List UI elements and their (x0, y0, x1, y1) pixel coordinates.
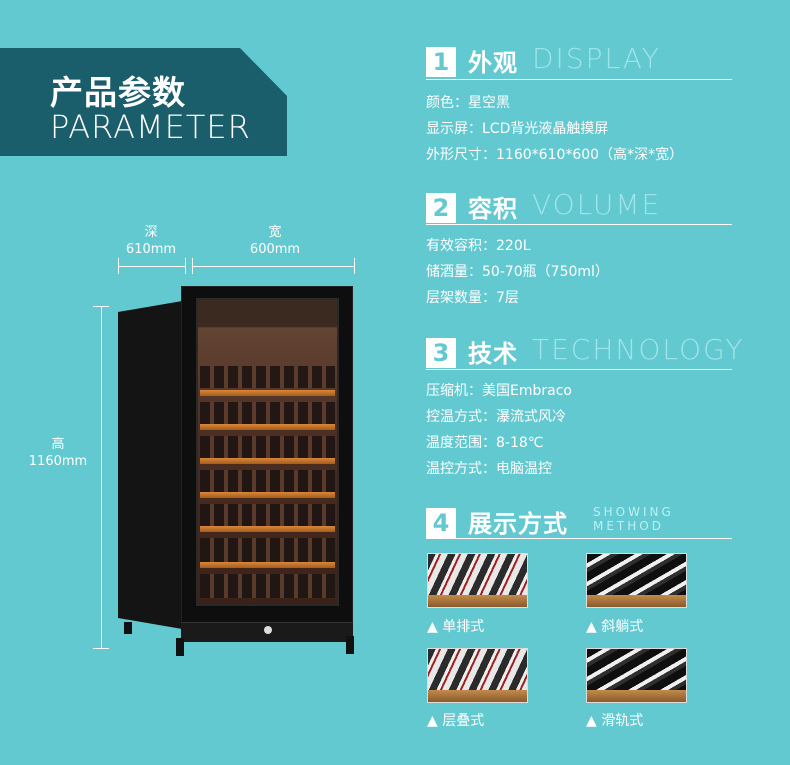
method-single-row-label: ▲ 单排式 (427, 619, 485, 635)
wood-rack-image (428, 690, 527, 702)
spec-temp-range: 温度范围：8-18℃ (426, 435, 544, 451)
section-3-number: 3 (426, 338, 456, 368)
bottle-row (200, 574, 335, 598)
wood-rack-image (428, 595, 527, 607)
cooler-shelf (200, 526, 335, 532)
spec-size: 外形尺寸：1160*610*600（高*深*宽） (426, 147, 684, 163)
cooler-shelf (200, 492, 335, 498)
section-1-number: 1 (426, 47, 456, 77)
depth-annotation: 深 610mm (116, 224, 186, 258)
depth-line (118, 266, 185, 267)
section-3-title: 技术 (468, 340, 518, 368)
width-tick-right (354, 258, 355, 274)
section-3-divider (426, 369, 732, 370)
cooler-shelf (200, 562, 335, 568)
bottle-row (200, 436, 335, 458)
width-label: 宽 (268, 225, 282, 240)
spec-display: 显示屏：LCD背光液晶触摸屏 (426, 121, 609, 137)
bottle-row (200, 366, 335, 388)
lock-icon (264, 626, 272, 634)
section-4-title-en-line1: SHOWING (593, 505, 674, 519)
wood-rack-image (587, 690, 686, 702)
width-line (192, 266, 354, 267)
height-value: 1160mm (28, 454, 88, 469)
section-3-title-en: TECHNOLOGY (532, 333, 745, 366)
method-stacked-image (427, 648, 528, 703)
bottle-row (200, 538, 335, 562)
section-4-number: 4 (426, 508, 456, 538)
width-tick-left (192, 258, 193, 274)
spec-capacity: 有效容积：220L (426, 238, 531, 254)
section-4-title-en-line2: METHOD (593, 519, 664, 533)
bottle-row (200, 402, 335, 424)
banner-subtitle: PARAMETER (50, 108, 251, 146)
depth-tick-right (185, 258, 186, 274)
section-1-divider (426, 79, 732, 80)
spec-bottles: 储酒量：50-70瓶（750ml） (426, 264, 609, 280)
section-1-title: 外观 (468, 49, 518, 77)
section-2-title-en: VOLUME (532, 188, 662, 221)
width-value: 600mm (249, 242, 301, 257)
section-4-divider (426, 538, 732, 539)
cooler-shelf (200, 458, 335, 464)
height-label: 高 (51, 437, 65, 452)
method-sliding-rail-image (586, 648, 687, 703)
height-tick-top (93, 306, 109, 307)
spec-color: 颜色：星空黑 (426, 95, 510, 111)
spec-compressor: 压缩机：美国Embraco (426, 383, 572, 399)
wood-rack-image (587, 595, 686, 607)
depth-tick-left (118, 258, 119, 274)
depth-label: 深 (144, 225, 158, 240)
method-single-row-image (427, 553, 528, 608)
method-sliding-rail-label: ▲ 滑轨式 (586, 713, 644, 729)
spec-cooling: 控温方式：瀑流式风冷 (426, 409, 566, 425)
method-reclining-image (586, 553, 687, 608)
cooler-foot (346, 636, 354, 654)
cooler-foot (124, 622, 132, 634)
spec-shelves: 层架数量：7层 (426, 290, 519, 306)
header-banner (0, 48, 287, 156)
depth-value: 610mm (125, 242, 177, 257)
section-2-divider (426, 224, 732, 225)
bottle-row (200, 470, 335, 492)
cooler-foot (176, 638, 184, 656)
cooler-control-panel (198, 300, 337, 328)
bottle-row (200, 504, 335, 526)
method-stacked-label: ▲ 层叠式 (427, 713, 485, 729)
spec-temp-control: 温控方式：电脑温控 (426, 461, 552, 477)
section-2-number: 2 (426, 193, 456, 223)
cooler-shelf (200, 390, 335, 396)
height-line (101, 306, 102, 648)
method-reclining-label: ▲ 斜躺式 (586, 619, 644, 635)
section-2-title: 容积 (468, 195, 518, 223)
section-4-title: 展示方式 (468, 510, 568, 538)
height-annotation: 高 1160mm (22, 436, 94, 470)
section-1-title-en: DISPLAY (532, 42, 661, 75)
height-tick-bottom (93, 648, 109, 649)
banner-title: 产品参数 (50, 73, 186, 112)
cooler-shelf (200, 424, 335, 430)
cooler-side-panel (118, 300, 188, 630)
width-annotation: 宽 600mm (235, 224, 315, 258)
